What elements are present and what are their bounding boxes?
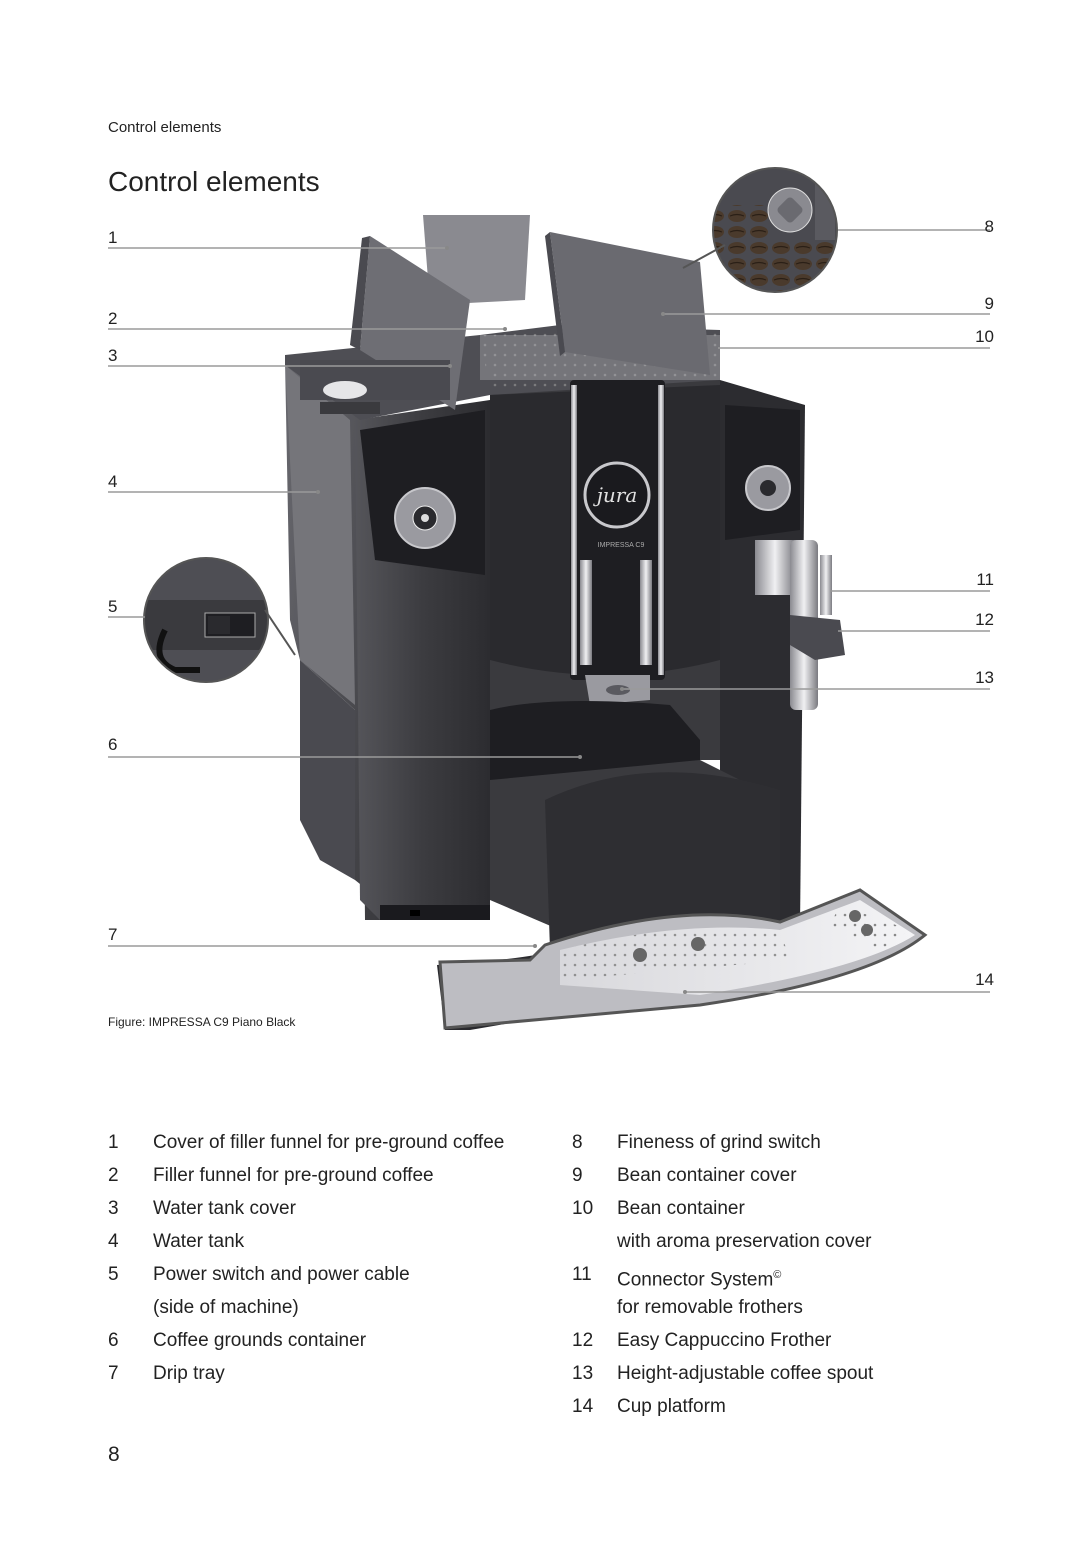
legend-text: Water tank cover bbox=[153, 1198, 296, 1219]
callout-2: 2 bbox=[108, 309, 118, 328]
legend-num: 2 bbox=[108, 1165, 119, 1186]
legend-row: 13 Height-adjustable coffee spout bbox=[572, 1361, 1012, 1394]
legend-row: 9 Bean container cover bbox=[572, 1163, 1012, 1196]
legend-num: 14 bbox=[572, 1396, 594, 1417]
legend-num: 11 bbox=[572, 1264, 592, 1285]
legend-text: Cover of filler funnel for pre-ground co… bbox=[153, 1132, 505, 1153]
page-title: Control elements bbox=[108, 166, 320, 197]
legend-row: for removable frothers bbox=[572, 1295, 1012, 1328]
coffee-machine-illustration: jura IMPRESSA C9 bbox=[108, 167, 990, 1030]
callout-12: 12 bbox=[975, 610, 994, 629]
callout-7: 7 bbox=[108, 925, 118, 944]
legend-text: Power switch and power cable bbox=[153, 1264, 410, 1285]
legend-num bbox=[108, 1295, 153, 1328]
legend-text: Drip tray bbox=[153, 1363, 225, 1384]
brand-logo bbox=[583, 461, 651, 529]
legend-num: 1 bbox=[108, 1132, 119, 1153]
legend-row: with aroma preservation cover bbox=[572, 1229, 1012, 1262]
callout-11: 11 bbox=[976, 570, 994, 589]
model-label: IMPRESSA C9 bbox=[598, 542, 645, 549]
callout-3: 3 bbox=[108, 346, 118, 365]
filler-funnel-cover bbox=[423, 215, 530, 305]
legend-text-main: Connector System bbox=[617, 1269, 774, 1291]
callout-14: 14 bbox=[975, 970, 994, 989]
running-header: Control elements bbox=[108, 119, 222, 136]
legend-text: Easy Cappuccino Frother bbox=[617, 1330, 832, 1351]
cappuccino-frother bbox=[790, 615, 845, 660]
legend-text: (side of machine) bbox=[153, 1297, 299, 1318]
callout-4: 4 bbox=[108, 472, 118, 491]
legend-num: 3 bbox=[108, 1198, 119, 1219]
legend-text: Bean container cover bbox=[617, 1165, 797, 1186]
legend-row: 1 Cover of filler funnel for pre-ground c… bbox=[108, 1130, 548, 1163]
page-number: 8 bbox=[108, 1443, 120, 1466]
legend-num bbox=[572, 1295, 617, 1328]
legend-text: for removable frothers bbox=[617, 1297, 803, 1318]
machine-figure: jura IMPRESSA C9 bbox=[108, 167, 994, 1030]
callout-lines-right bbox=[622, 229, 990, 993]
legend-row: 14 Cup platform bbox=[572, 1394, 1012, 1427]
legend-row: 3 Water tank cover bbox=[108, 1196, 548, 1229]
callout-10: 10 bbox=[975, 327, 994, 346]
legend-text: Cup platform bbox=[617, 1396, 726, 1417]
legend-text: Coffee grounds container bbox=[153, 1330, 367, 1351]
figure-caption: Figure: IMPRESSA C9 Piano Black bbox=[108, 1015, 296, 1029]
bean-container-cover bbox=[550, 232, 710, 375]
legend-row: (side of machine) bbox=[108, 1295, 548, 1328]
legend-num bbox=[572, 1229, 617, 1262]
grind-switch-inset bbox=[713, 168, 837, 292]
legend-num: 9 bbox=[572, 1165, 583, 1186]
legend-num: 12 bbox=[572, 1330, 594, 1351]
legend-num: 10 bbox=[572, 1198, 594, 1219]
callout-lines-left bbox=[108, 247, 580, 947]
legend-text: Water tank bbox=[153, 1231, 245, 1252]
legend-text: Height-adjustable coffee spout bbox=[617, 1363, 874, 1384]
brand-logo-text: jura bbox=[593, 483, 638, 507]
legend-left: 1 Cover of filler funnel for pre-ground c… bbox=[108, 1130, 548, 1394]
legend-num: 6 bbox=[108, 1330, 119, 1351]
legend-row: 2 Filler funnel for pre-ground coffee bbox=[108, 1163, 548, 1196]
legend-text: Fineness of grind switch bbox=[617, 1132, 821, 1153]
legend-num: 7 bbox=[108, 1363, 119, 1384]
legend-row: 12 Easy Cappuccino Frother bbox=[572, 1328, 1012, 1361]
legend-num: 4 bbox=[108, 1231, 119, 1252]
callout-5: 5 bbox=[108, 597, 118, 616]
legend-row: 10 Bean container bbox=[572, 1196, 1012, 1229]
legend-text: with aroma preservation cover bbox=[617, 1231, 872, 1252]
water-tank bbox=[285, 360, 355, 705]
legend-row: 11 Connector System© bbox=[572, 1262, 1012, 1295]
legend-num: 8 bbox=[572, 1132, 583, 1153]
callout-8: 8 bbox=[984, 217, 994, 236]
legend-num: 13 bbox=[572, 1363, 594, 1384]
callout-9: 9 bbox=[984, 294, 994, 313]
legend-text: Filler funnel for pre-ground coffee bbox=[153, 1165, 434, 1186]
legend-row: 8 Fineness of grind switch bbox=[572, 1130, 1012, 1163]
legend-row: 6 Coffee grounds container bbox=[108, 1328, 548, 1361]
legend-row: 4 Water tank bbox=[108, 1229, 548, 1262]
callout-13: 13 bbox=[975, 668, 994, 687]
legend-row: 7 Drip tray bbox=[108, 1361, 548, 1394]
callout-1: 1 bbox=[108, 228, 118, 247]
legend-text: Connector System© bbox=[617, 1262, 1012, 1295]
legend-text: Bean container bbox=[617, 1198, 745, 1219]
legend-num: 5 bbox=[108, 1264, 119, 1285]
legend-row: 5 Power switch and power cable bbox=[108, 1262, 548, 1295]
copyright-mark: © bbox=[773, 1269, 782, 1281]
power-switch-inset bbox=[144, 558, 268, 682]
callout-6: 6 bbox=[108, 735, 118, 754]
